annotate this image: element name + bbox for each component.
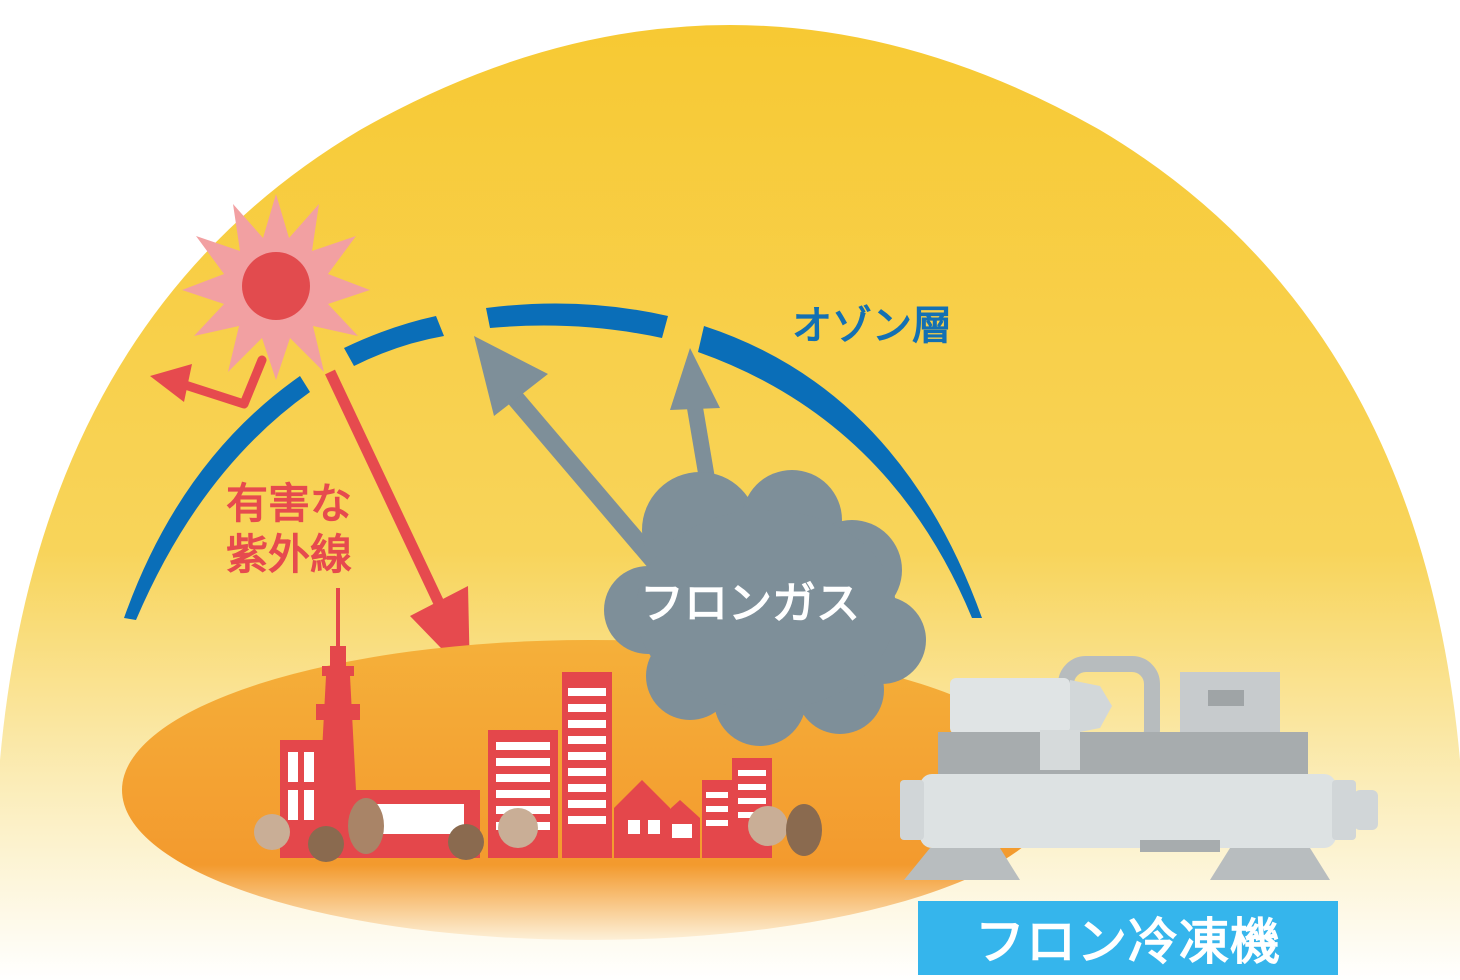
ozone-segment-2 (344, 316, 444, 366)
city-trees (254, 798, 822, 862)
ozone-layer (124, 303, 982, 620)
freon-chiller-machine (900, 656, 1378, 880)
ozone-segment-3 (486, 303, 668, 338)
harmful-uv-label-line1: 有害な (226, 479, 353, 528)
sun-core (242, 252, 310, 320)
reflected-uv-arrowhead (150, 364, 192, 402)
freon-gas-label: フロンガス (640, 578, 860, 629)
harmful-uv-label-line2: 紫外線 (226, 530, 353, 580)
reflected-uv-arrow (177, 355, 267, 409)
freon-chiller-label: フロン冷凍機 (918, 901, 1338, 975)
ozone-segment-1 (124, 376, 310, 620)
ozone-segment-4 (698, 326, 982, 618)
freon-gas-cloud (604, 470, 926, 746)
ozone-layer-label: オゾン層 (792, 303, 952, 349)
sun (182, 194, 370, 380)
harmful-uv-label: 有害な 紫外線 (226, 478, 352, 580)
